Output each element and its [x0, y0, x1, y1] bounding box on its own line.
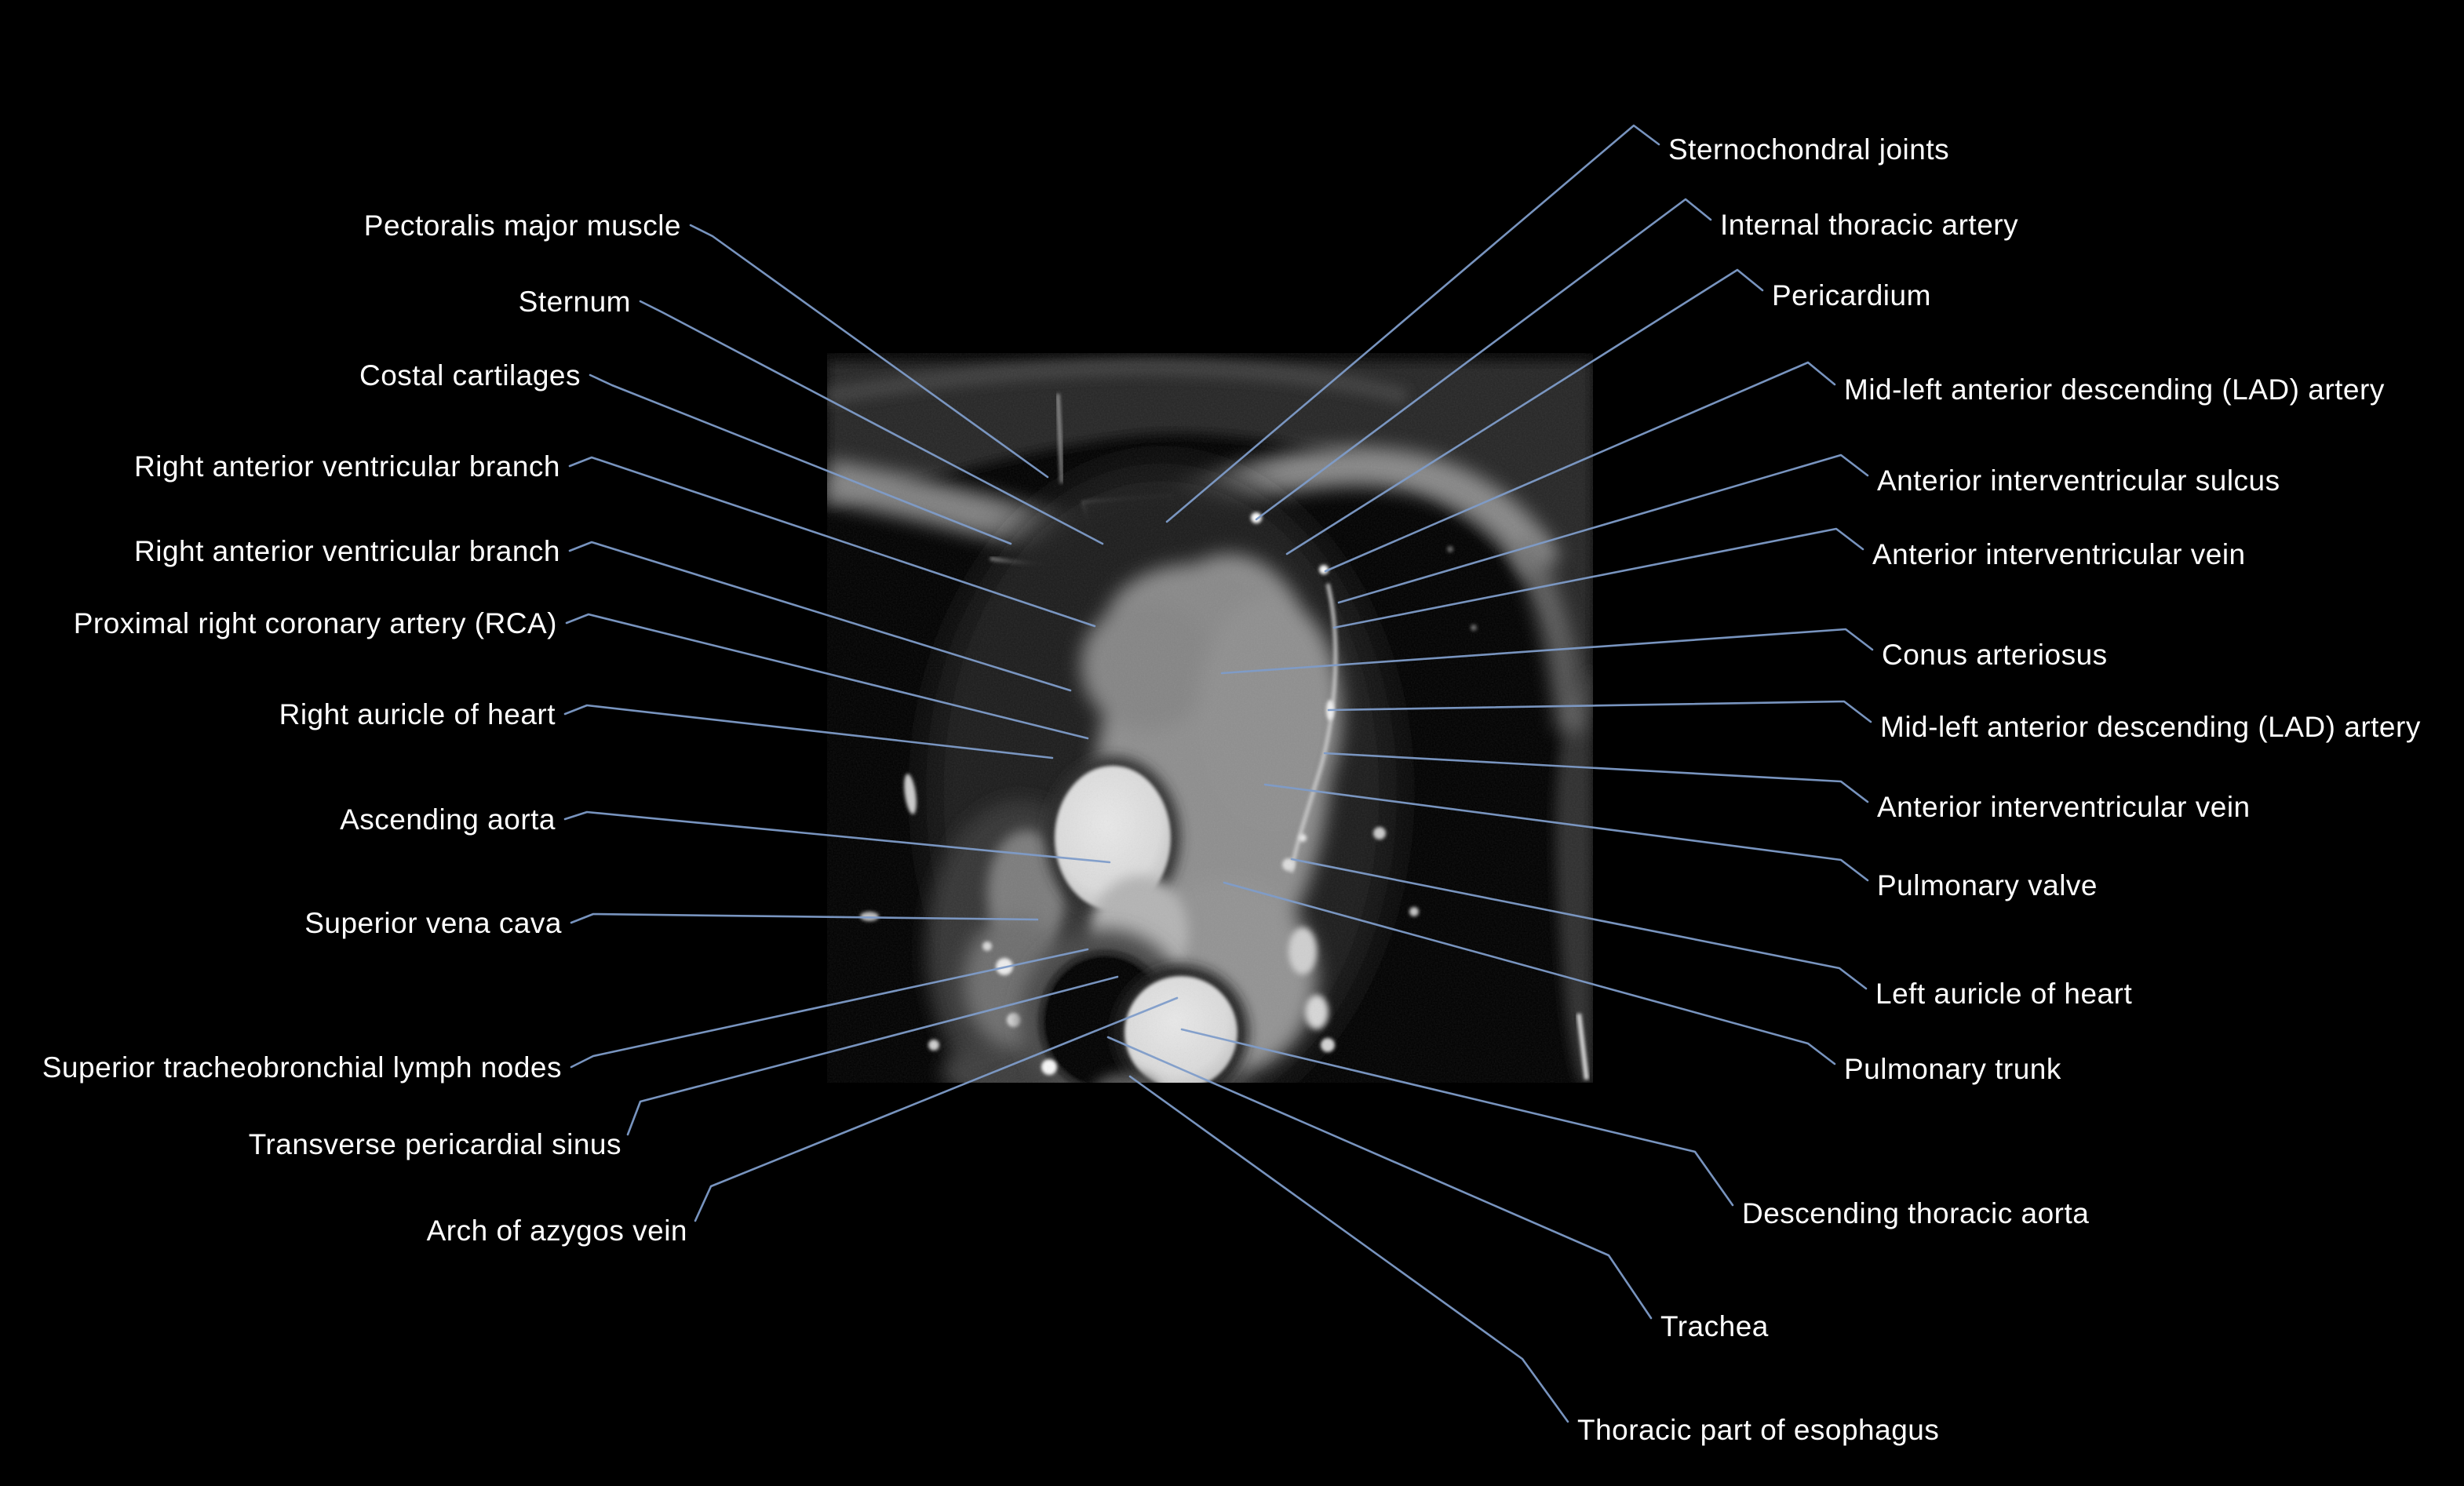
leader-line	[1128, 1075, 1569, 1423]
anatomy-label: Pectoralis major muscle	[364, 209, 681, 242]
leader-line	[626, 975, 1119, 1136]
anatomy-label: Thoracic part of esophagus	[1577, 1414, 1939, 1446]
anatomy-label: Ascending aorta	[340, 803, 556, 836]
anatomy-label: Mid-left anterior descending (LAD) arter…	[1880, 711, 2421, 743]
leader-line	[1323, 752, 1869, 803]
anatomy-label: Right anterior ventricular branch	[134, 450, 560, 483]
anatomy-label: Mid-left anterior descending (LAD) arter…	[1844, 373, 2385, 406]
leader-lines-layer	[563, 124, 1874, 1423]
leader-line	[1337, 453, 1869, 604]
anatomy-label: Trachea	[1660, 1310, 1769, 1342]
ct-scan	[827, 353, 1593, 1083]
anatomy-label: Pulmonary trunk	[1844, 1053, 2061, 1085]
anatomy-label: Pulmonary valve	[1877, 869, 2098, 901]
anatomy-label: Descending thoracic aorta	[1742, 1197, 2089, 1229]
leader-line	[589, 373, 1012, 545]
anatomy-label: Transverse pericardial sinus	[249, 1128, 621, 1160]
leader-line	[563, 704, 1054, 759]
anatomy-label: Internal thoracic artery	[1720, 209, 2018, 241]
leader-line	[1285, 268, 1764, 555]
leader-line	[563, 810, 1111, 864]
leader-line	[1332, 527, 1864, 629]
anatomy-label: Anterior interventricular vein	[1872, 538, 2246, 570]
leader-line	[1165, 124, 1660, 523]
leader-line	[570, 912, 1039, 924]
anatomy-label: Conus arteriosus	[1882, 639, 2108, 671]
leader-line	[694, 996, 1179, 1222]
leader-line	[1327, 700, 1872, 723]
leader-line	[565, 613, 1089, 740]
leader-line	[570, 948, 1089, 1069]
leader-line	[689, 224, 1049, 479]
anatomy-label: Pericardium	[1772, 279, 1931, 311]
leader-line	[1263, 783, 1869, 882]
anatomy-label: Right anterior ventricular branch	[134, 535, 560, 567]
anatomy-label: Proximal right coronary artery (RCA)	[74, 607, 557, 639]
leader-line	[1290, 858, 1868, 990]
leader-line	[568, 456, 1096, 628]
anatomy-label: Sternochondral joints	[1668, 133, 1949, 166]
leader-line	[1223, 881, 1836, 1065]
anatomy-label: Arch of azygos vein	[427, 1215, 687, 1247]
leader-line	[1106, 1036, 1653, 1320]
leader-line	[1324, 361, 1836, 573]
leader-line	[1255, 198, 1712, 521]
anatomy-label: Right auricle of heart	[279, 698, 556, 730]
anatomy-label: Anterior interventricular sulcus	[1877, 464, 2280, 497]
anatomy-label: Anterior interventricular vein	[1877, 791, 2251, 823]
leader-line	[639, 300, 1104, 545]
leader-line	[1180, 1028, 1734, 1207]
leader-line	[568, 541, 1072, 692]
anatomy-label: Left auricle of heart	[1875, 978, 2132, 1010]
anatomy-label: Superior vena cava	[304, 907, 562, 939]
anatomy-label: Costal cartilages	[359, 359, 581, 392]
anatomy-label: Sternum	[519, 286, 631, 318]
anatomy-label: Superior tracheobronchial lymph nodes	[42, 1051, 562, 1084]
leader-line	[1220, 628, 1874, 675]
